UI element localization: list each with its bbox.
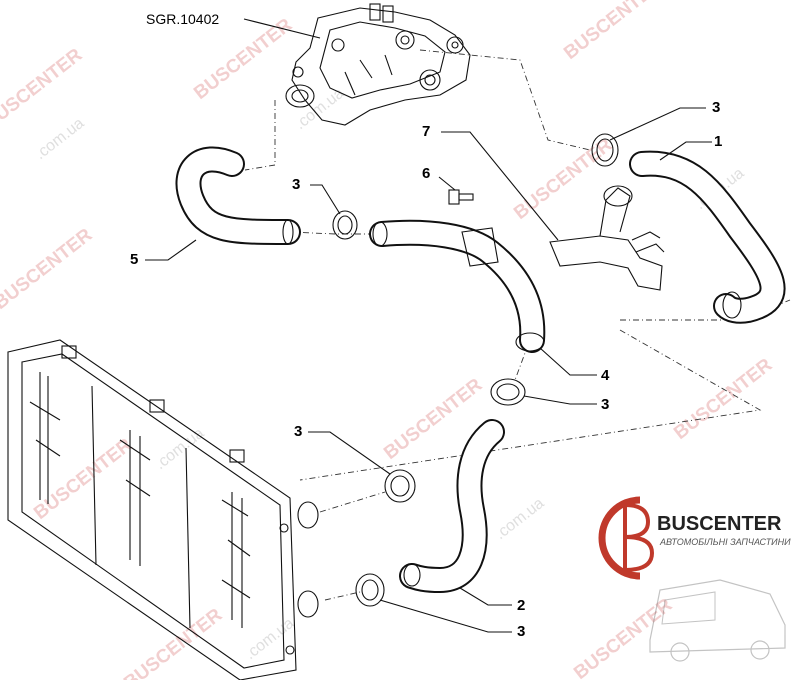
watermark-domain: .com.ua — [492, 495, 547, 543]
bracket-7 — [549, 185, 665, 291]
hose-clamp — [332, 210, 358, 240]
callout-label: 1 — [714, 133, 722, 150]
callout-label: 3 — [601, 396, 609, 413]
logo-tagline: АВТОМОБІЛЬНІ ЗАПЧАСТИНИ — [659, 537, 791, 547]
hose-1 — [629, 150, 786, 324]
callout-label: 3 — [292, 176, 300, 193]
callout-label: 2 — [517, 597, 525, 614]
logo-name: BUSCENTER — [657, 513, 782, 535]
reference-leader — [243, 18, 321, 39]
watermark-text: BUSCENTER — [120, 604, 226, 680]
callout-label: 3 — [517, 623, 525, 640]
watermark-text: BUSCENTER — [570, 594, 676, 680]
watermark-domain: .com.ua — [242, 615, 297, 663]
hose-5 — [175, 146, 301, 245]
thermostat-housing — [285, 3, 471, 126]
hose-clamp — [591, 133, 619, 167]
logo-mark-inner — [623, 503, 655, 572]
callout-label: 3 — [712, 99, 720, 116]
radiator — [7, 339, 319, 680]
hose-clamp — [490, 378, 526, 406]
callout-label: 3 — [294, 423, 302, 440]
watermark-text: BUSCENTER — [560, 0, 666, 64]
callout-leaders — [145, 107, 712, 633]
callout-label: 4 — [601, 367, 610, 384]
logo-mark — [598, 496, 641, 580]
screw-6 — [448, 189, 474, 205]
van-icon — [649, 579, 786, 662]
buscenter-logo: BUSCENTER АВТОМОБІЛЬНІ ЗАПЧАСТИНИ — [598, 496, 791, 662]
hose-clamp — [355, 573, 385, 607]
callout-label: 6 — [422, 165, 430, 182]
hose-clamp — [384, 469, 416, 503]
watermark-text: BUSCENTER — [510, 134, 616, 224]
callouts: 3 1 7 6 3 5 4 3 3 2 3 — [130, 99, 722, 640]
watermark-text: BUSCENTER — [670, 354, 776, 444]
hose-2 — [399, 419, 505, 593]
callout-label: 5 — [130, 251, 138, 268]
callout-label: 7 — [422, 123, 430, 140]
watermark-text: BUSCENTER — [30, 434, 136, 524]
watermark-domain: .com.ua — [32, 115, 87, 163]
pipe-4 — [369, 219, 546, 353]
watermark-text: BUSCENTER — [0, 224, 96, 314]
reference-code: SGR.10402 — [146, 11, 219, 27]
